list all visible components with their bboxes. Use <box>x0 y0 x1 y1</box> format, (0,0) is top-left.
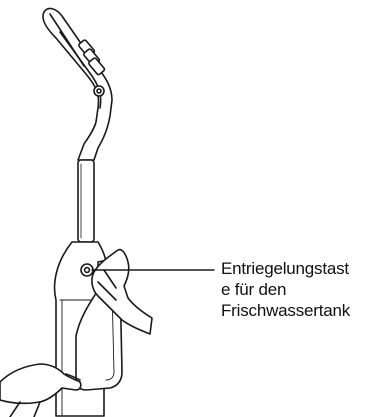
handle-grip <box>43 9 112 160</box>
callout-label-line-2: e für den <box>221 279 386 300</box>
shaft-tube <box>78 160 94 242</box>
callout-label-line-3: Frischwassertank <box>221 300 386 321</box>
callout-label: Entriegelungstast e für den Frischwasser… <box>221 258 386 321</box>
release-button <box>81 264 93 276</box>
callout-label-line-1: Entriegelungstast <box>221 258 386 279</box>
